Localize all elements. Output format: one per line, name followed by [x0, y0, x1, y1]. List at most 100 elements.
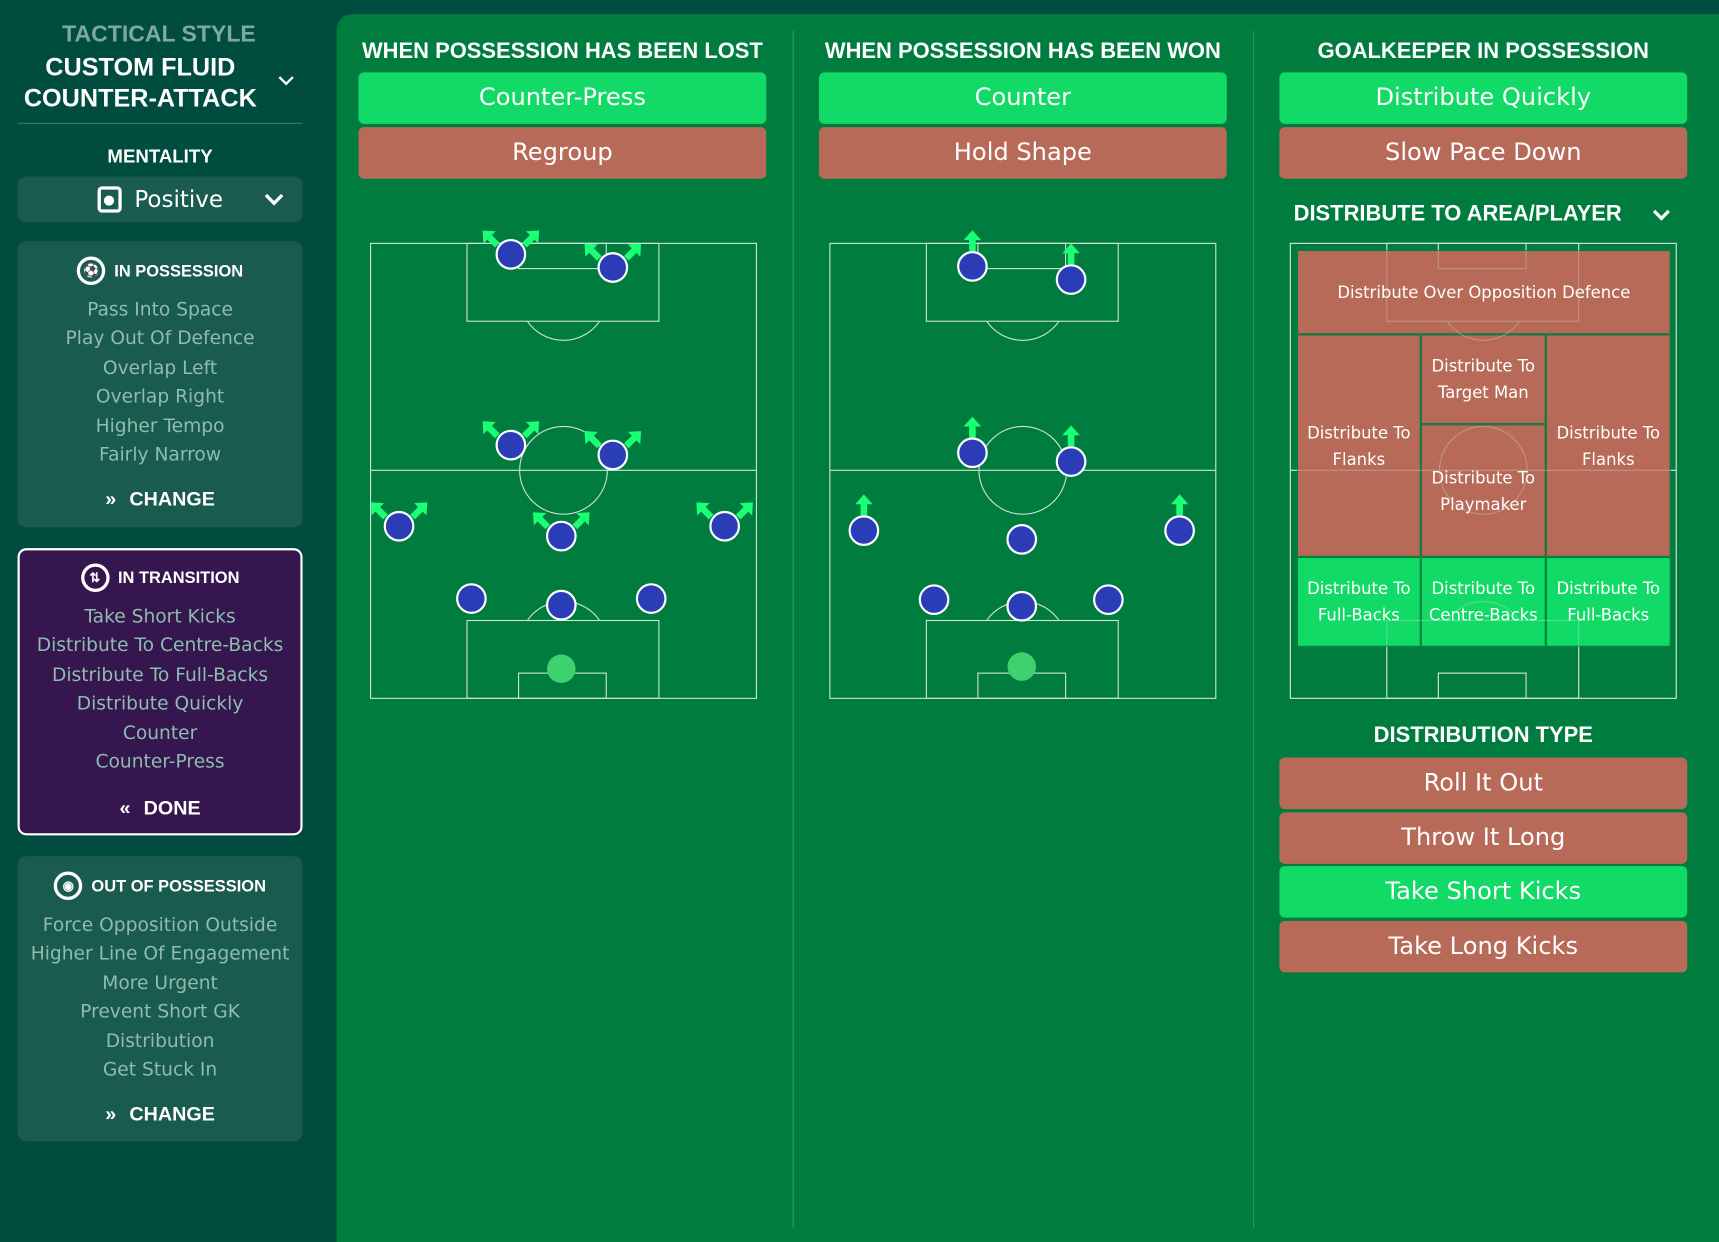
change-label: CHANGE: [129, 487, 215, 510]
zone-flanks-left[interactable]: Distribute To Flanks: [1296, 334, 1421, 557]
instruction-item: Prevent Short GK: [80, 1001, 240, 1024]
arrow-icon: [584, 431, 602, 449]
hold-shape-button[interactable]: Hold Shape: [818, 127, 1227, 179]
counter-button[interactable]: Counter: [818, 72, 1227, 124]
won-header: WHEN POSSESSION HAS BEEN WON: [824, 39, 1221, 64]
panel-title: IN POSSESSION: [114, 261, 244, 281]
transition-icon: ⇅: [80, 563, 110, 593]
ball-icon: ⚽: [76, 256, 106, 286]
player-marker: [1006, 590, 1038, 622]
done-label: DONE: [143, 797, 201, 819]
change-button[interactable]: » CHANGE: [18, 488, 303, 511]
double-chevron-right-icon: »: [105, 487, 117, 510]
distribute-quickly-button[interactable]: Distribute Quickly: [1279, 72, 1688, 124]
distribution-type-header: DISTRIBUTION TYPE: [1373, 723, 1593, 748]
panel-title: IN TRANSITION: [117, 568, 240, 588]
instruction-item: Overlap Left: [102, 357, 218, 380]
zone-target-man[interactable]: Distribute To Target Man: [1420, 334, 1546, 425]
arrow-icon: [572, 512, 590, 530]
instruction-item: Counter-Press: [95, 750, 225, 773]
player-marker: [456, 583, 487, 614]
instruction-item: Overlap Right: [95, 386, 225, 409]
player-marker: [383, 510, 415, 542]
throw-it-long-button[interactable]: Throw It Long: [1279, 812, 1688, 864]
penalty-arc: [526, 320, 601, 341]
chevron-down-icon[interactable]: [278, 70, 294, 86]
chevron-down-icon: [264, 186, 284, 206]
arrow-icon: [1062, 425, 1080, 447]
pitch-possession-lost: [370, 230, 757, 699]
player-marker: [495, 429, 527, 461]
mentality-label: MENTALITY: [107, 145, 213, 167]
player-marker: [1093, 584, 1124, 616]
goalkeeper-marker: [547, 654, 576, 683]
style-line-2: COUNTER-ATTACK: [23, 83, 257, 112]
arrow-icon: [1062, 243, 1080, 265]
mentality-dropdown[interactable]: ● Positive: [17, 176, 303, 223]
player-marker: [495, 238, 527, 270]
zone-over-defence[interactable]: Distribute Over Opposition Defence: [1296, 249, 1671, 335]
instruction-item: Pass Into Space: [87, 299, 234, 322]
arrow-icon: [963, 416, 982, 438]
tactical-style-name[interactable]: CUSTOM FLUID COUNTER-ATTACK: [0, 52, 281, 113]
distribute-area-dropdown[interactable]: DISTRIBUTE TO AREA/PLAYER: [1294, 202, 1622, 227]
arrow-icon: [624, 431, 642, 449]
penalty-arc: [986, 320, 1060, 341]
pitch-possession-won: [829, 230, 1217, 699]
zone-playmaker[interactable]: Distribute To Playmaker: [1420, 424, 1546, 557]
instruction-item: Counter: [122, 722, 198, 744]
instruction-item: Distribution: [105, 1030, 215, 1053]
zone-fullbacks-left[interactable]: Distribute To Full-Backs: [1296, 556, 1421, 647]
mentality-icon: ●: [97, 186, 122, 213]
slow-pace-down-button[interactable]: Slow Pace Down: [1279, 127, 1688, 179]
tactical-style-label: TACTICAL STYLE: [62, 21, 256, 48]
take-long-kicks-button[interactable]: Take Long Kicks: [1279, 920, 1688, 973]
instruction-item: Distribute To Centre-Backs: [36, 635, 284, 658]
six-yard-box: [1437, 672, 1527, 699]
zone-fullbacks-right[interactable]: Distribute To Full-Backs: [1545, 556, 1671, 647]
player-marker: [1055, 446, 1087, 477]
arrow-icon: [370, 502, 388, 520]
gk-header: GOALKEEPER IN POSSESSION: [1317, 39, 1649, 64]
out-of-possession-panel: ◉ OUT OF POSSESSION Force Opposition Outs…: [17, 856, 303, 1142]
take-short-kicks-button[interactable]: Take Short Kicks: [1279, 866, 1688, 918]
style-line-1: CUSTOM FLUID: [45, 52, 236, 82]
arrow-icon: [522, 230, 540, 248]
zone-flanks-right[interactable]: Distribute To Flanks: [1545, 334, 1671, 557]
instruction-item: Get Stuck In: [102, 1059, 218, 1081]
arrow-icon: [963, 230, 982, 252]
distribute-area-title: DISTRIBUTE TO AREA/PLAYER: [1293, 201, 1622, 226]
penalty-box: [925, 242, 1119, 322]
instruction-item: Force Opposition Outside: [42, 914, 278, 937]
arrow-icon: [1170, 494, 1189, 516]
zone-centrebacks[interactable]: Distribute To Centre-Backs: [1420, 556, 1546, 647]
arrow-icon: [533, 512, 551, 530]
ball-icon: ◉: [54, 871, 83, 901]
player-marker: [1164, 515, 1195, 546]
instruction-item: Take Short Kicks: [84, 606, 236, 629]
done-button[interactable]: « DONE: [20, 797, 301, 820]
instruction-item: Higher Line Of Engagement: [30, 943, 290, 966]
player-marker: [545, 520, 577, 552]
player-marker: [635, 583, 667, 614]
center-circle: [519, 425, 608, 515]
player-marker: [918, 584, 950, 616]
mentality-value: Positive: [134, 186, 224, 213]
arrow-icon: [482, 230, 500, 248]
change-button[interactable]: »CHANGE: [18, 1103, 303, 1126]
player-marker: [957, 437, 988, 469]
goalkeeper-marker: [1007, 652, 1037, 681]
counter-press-button[interactable]: Counter-Press: [358, 72, 767, 124]
player-marker: [597, 252, 629, 283]
player-marker: [957, 251, 988, 282]
instruction-item: Distribute To Full-Backs: [51, 664, 269, 687]
player-marker: [545, 589, 577, 621]
roll-it-out-button[interactable]: Roll It Out: [1279, 757, 1688, 810]
arrow-icon: [855, 494, 873, 516]
double-chevron-left-icon: «: [119, 797, 131, 819]
instruction-item: Higher Tempo: [95, 415, 225, 438]
regroup-button[interactable]: Regroup: [358, 127, 767, 179]
panel-title: OUT OF POSSESSION: [91, 876, 266, 896]
